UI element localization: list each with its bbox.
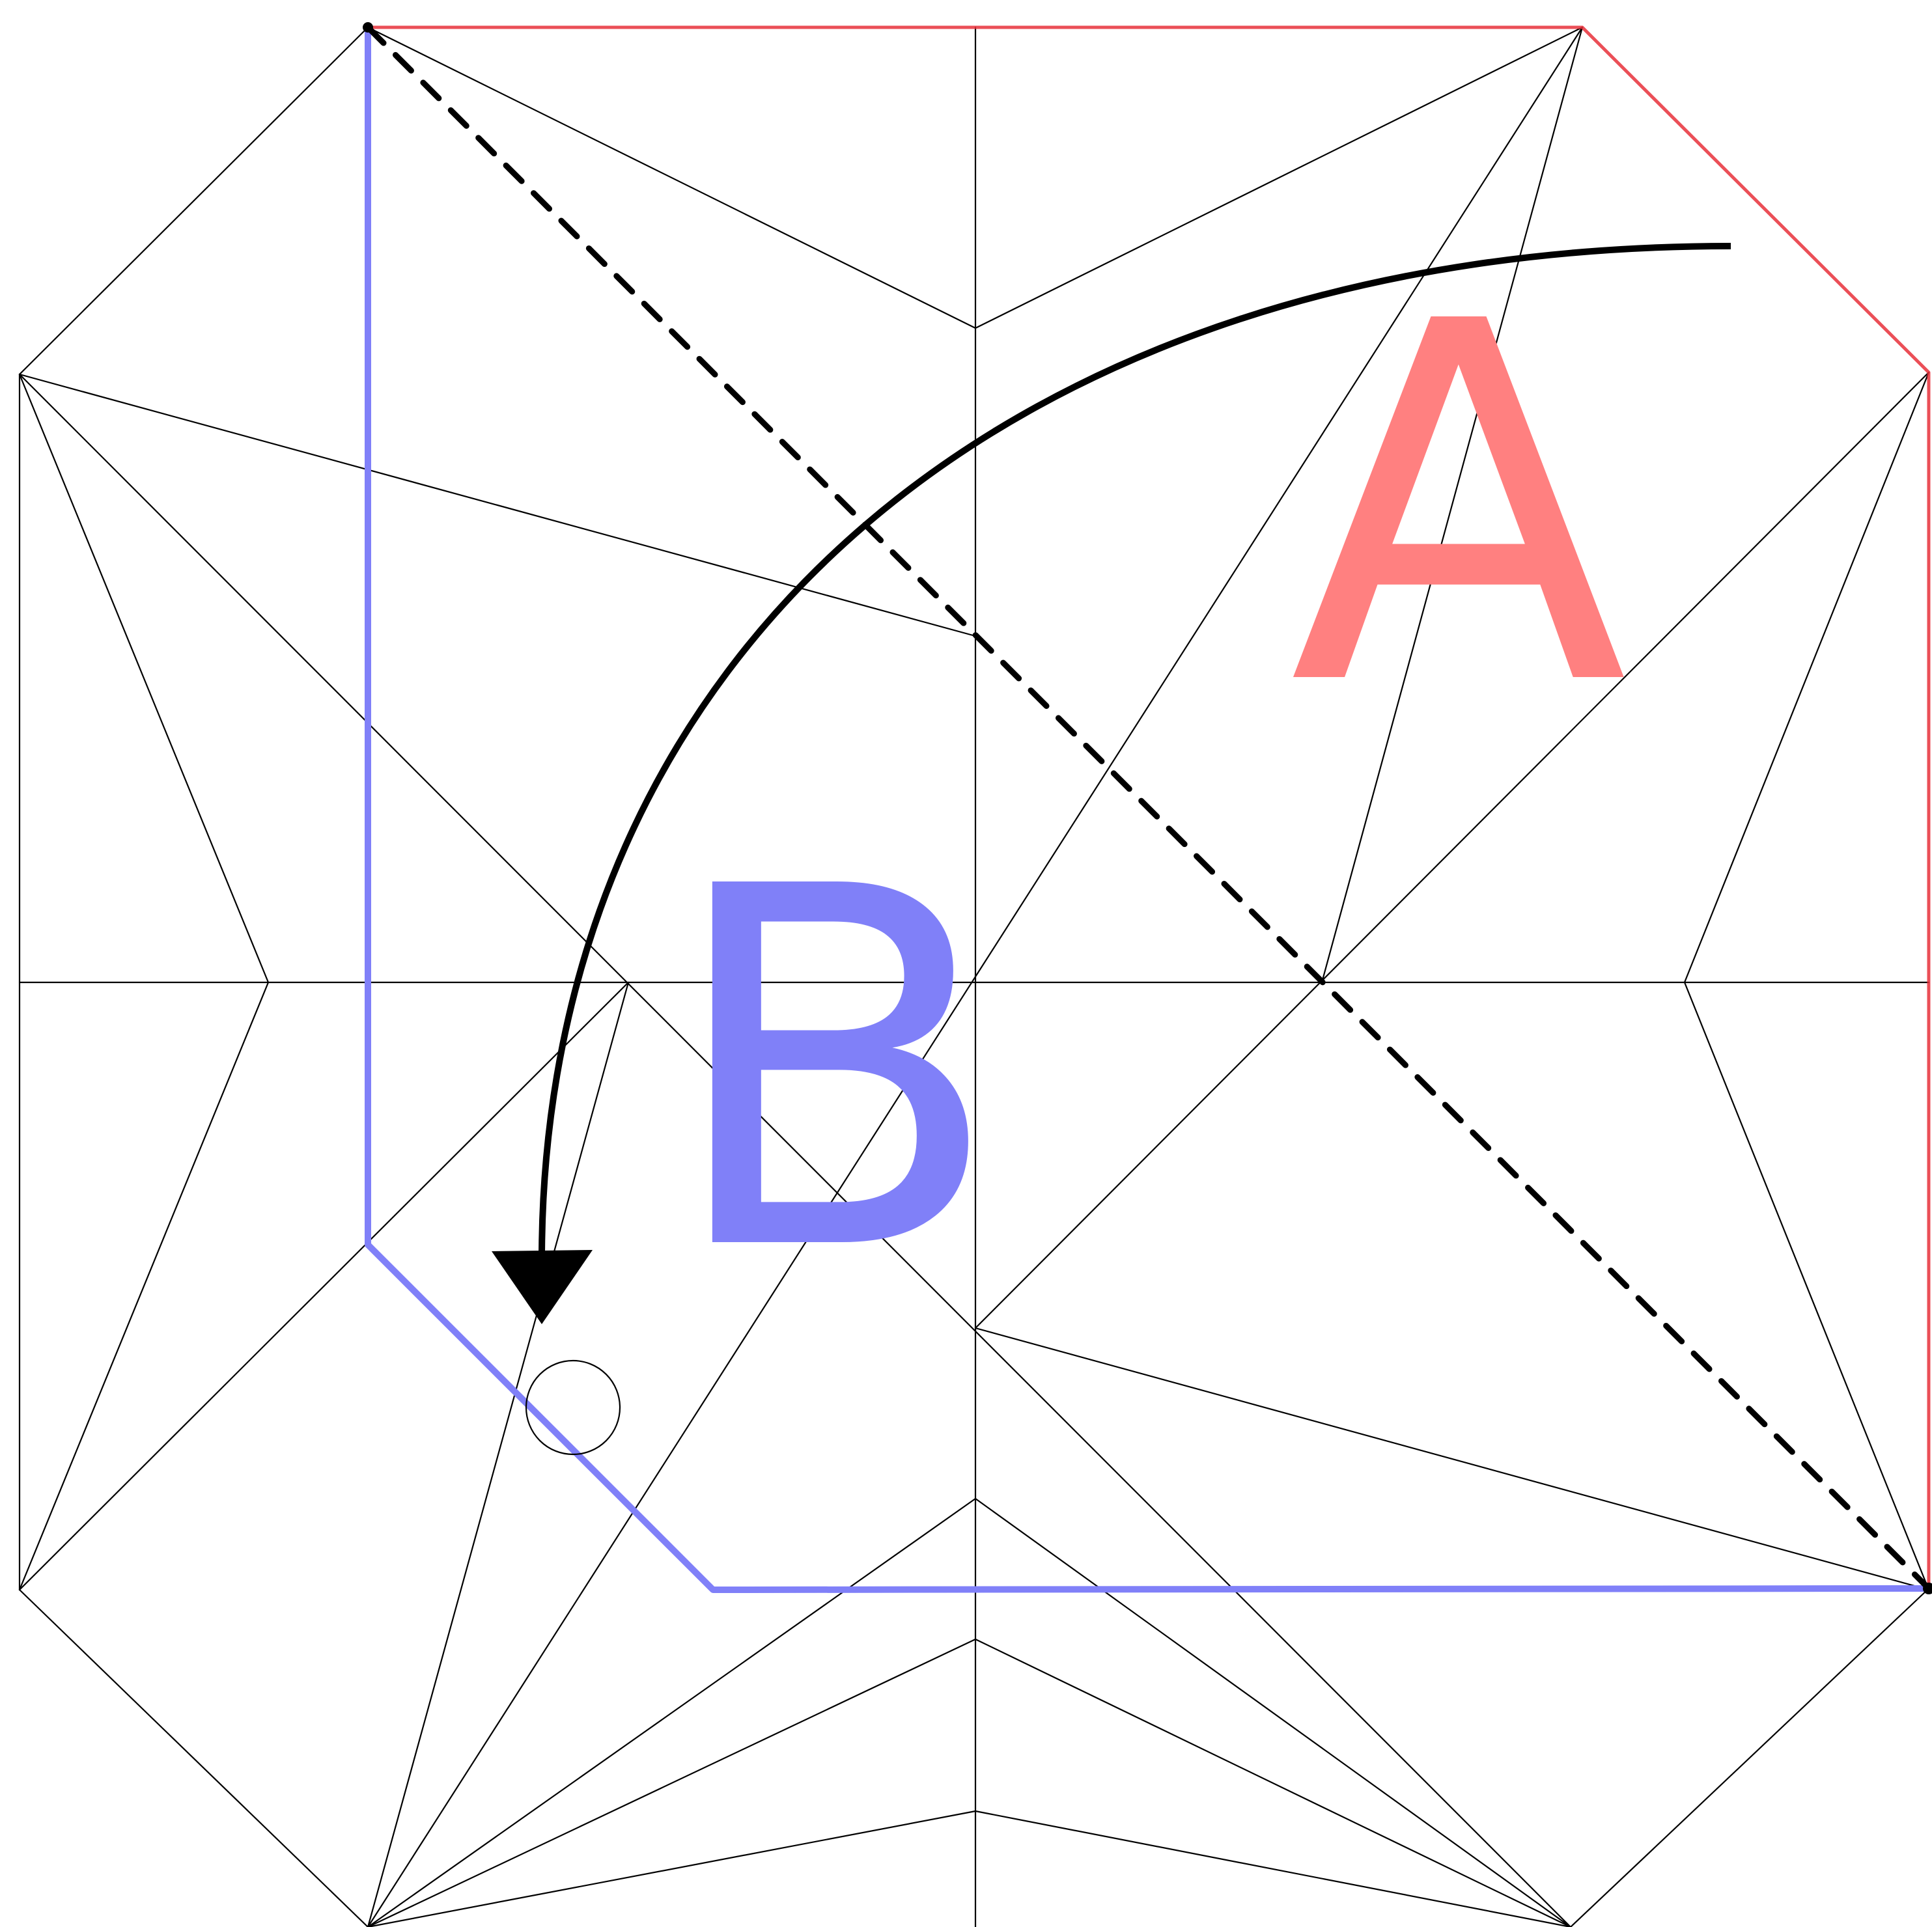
crease-line xyxy=(367,1638,977,1927)
curved-arrow-icon xyxy=(492,243,1731,1324)
crease-line xyxy=(367,1497,977,1927)
crease-line xyxy=(367,26,977,329)
crease-line xyxy=(18,373,1572,1927)
crease-lines xyxy=(18,26,1930,1927)
region-b-label: B xyxy=(664,784,1003,1359)
crease-line xyxy=(974,1810,1572,1927)
crease-line xyxy=(367,981,630,1927)
fold-line-endpoint xyxy=(1923,1583,1932,1594)
crease-line xyxy=(18,981,630,1591)
region-b-outline xyxy=(365,24,1932,1593)
circle-marker-icon xyxy=(525,1359,621,1456)
crease-line xyxy=(1683,981,1930,1591)
fold-line xyxy=(365,24,1932,1592)
crease-line xyxy=(18,26,369,376)
crease-line xyxy=(1683,371,1930,984)
fold-arrow-path xyxy=(538,243,1731,1264)
fold-line-endpoint xyxy=(363,22,373,33)
crease-line xyxy=(367,26,1584,1927)
region-a-outline xyxy=(366,25,1931,1592)
crease-line xyxy=(18,373,977,637)
fold-arrow-head xyxy=(492,1250,593,1324)
crease-line xyxy=(974,1638,1572,1927)
region-a-label: A xyxy=(1289,219,1630,794)
crease-line xyxy=(18,373,270,984)
crease-line xyxy=(974,371,1930,1329)
crease-line xyxy=(18,1588,369,1927)
crease-line xyxy=(367,1810,977,1927)
crease-line xyxy=(1569,1588,1929,1927)
crease-line xyxy=(974,26,1584,329)
crease-line xyxy=(18,981,270,1591)
crease-line xyxy=(974,1327,1930,1591)
crease-line xyxy=(974,1497,1572,1927)
crease-line xyxy=(1321,26,1584,984)
